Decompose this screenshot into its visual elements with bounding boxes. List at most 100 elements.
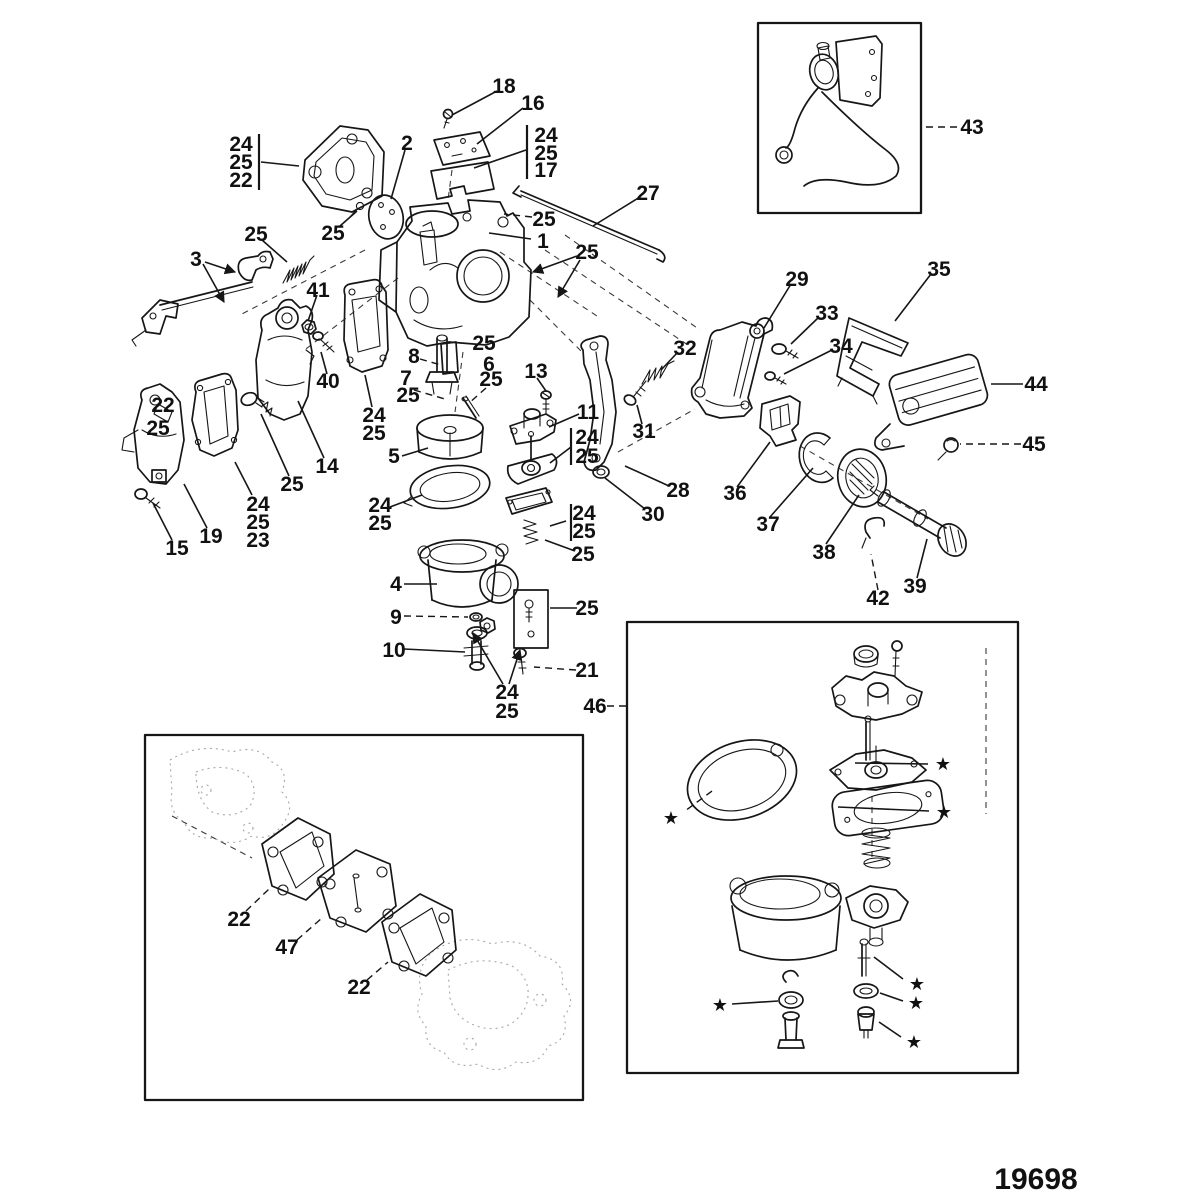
star-marker: ★ xyxy=(935,754,951,775)
part-ball-45 xyxy=(937,437,959,461)
part-pump-gasket-24-25-mid xyxy=(343,278,389,373)
leader-line xyxy=(549,446,572,464)
part-float-chamber-insert-5 xyxy=(416,414,484,460)
leader-line xyxy=(183,483,208,529)
callout-47: 47 xyxy=(275,936,298,959)
part-nut-41 xyxy=(301,319,317,335)
part-spring-25-left xyxy=(282,255,315,284)
callout-22: 22 xyxy=(229,169,252,192)
leader-line xyxy=(873,956,904,980)
repair-kit-inset-box xyxy=(625,620,1020,1075)
leader-line xyxy=(419,358,442,366)
leader-line xyxy=(825,494,860,545)
part-fuel-pump-cover-19 xyxy=(121,383,185,485)
leader-line xyxy=(592,196,641,227)
callout-7: 7 xyxy=(400,367,412,390)
leader-line xyxy=(837,806,930,812)
callout-16: 16 xyxy=(521,92,544,115)
leader-line xyxy=(557,259,581,298)
part-diaphragm-disc-2 xyxy=(367,194,405,240)
callout-35: 35 xyxy=(927,258,951,281)
callout-36: 36 xyxy=(723,482,746,505)
callout-9: 9 xyxy=(390,606,402,629)
leader-line xyxy=(783,349,833,375)
part-washer-30 xyxy=(592,465,610,479)
star-marker: ★ xyxy=(712,995,728,1016)
leader-line xyxy=(260,413,290,477)
callout-25: 25 xyxy=(246,511,270,534)
leader-line xyxy=(548,413,580,428)
leader-line xyxy=(413,389,446,400)
leader-line xyxy=(204,261,237,275)
leader-line xyxy=(636,404,643,425)
callout-22: 22 xyxy=(227,908,250,931)
leader-line xyxy=(894,273,932,322)
part-pump-arm-11 xyxy=(509,408,557,445)
leader-line xyxy=(790,316,820,345)
leader-line xyxy=(684,790,713,812)
engine-mount-inset-contents xyxy=(169,747,572,1071)
leader-line xyxy=(879,992,904,1002)
leader-line xyxy=(536,377,547,392)
callout-45: 45 xyxy=(1022,433,1046,456)
callout-24: 24 xyxy=(229,133,253,156)
leader-line xyxy=(854,762,929,765)
leader-line xyxy=(320,351,328,375)
callout-25: 25 xyxy=(479,368,503,391)
callout-43: 43 xyxy=(960,116,983,139)
leader-line xyxy=(364,374,373,408)
label-brackets xyxy=(257,125,573,541)
callout-4: 4 xyxy=(390,573,402,596)
leader-line xyxy=(202,263,225,303)
leader-line xyxy=(451,90,498,116)
callout-23: 23 xyxy=(246,529,269,552)
part-enrichener-solenoid-43 xyxy=(775,35,900,187)
part-pump-gasket-left xyxy=(191,372,239,457)
leader-line xyxy=(508,648,523,685)
callout-24: 24 xyxy=(572,502,596,525)
callout-24: 24 xyxy=(246,493,270,516)
leader-line xyxy=(366,961,389,981)
leader-line xyxy=(390,149,406,200)
leader-line xyxy=(503,213,533,218)
callout-2: 2 xyxy=(401,132,413,155)
leader-line xyxy=(296,917,323,941)
part-throttle-cam-3 xyxy=(131,250,274,347)
part-gasket-24-25-lower xyxy=(505,487,553,515)
part-float-bowl-4 xyxy=(417,539,519,608)
leader-line xyxy=(403,615,469,618)
star-marker: ★ xyxy=(906,1032,922,1053)
callout-39: 39 xyxy=(903,575,926,598)
callout-24: 24 xyxy=(362,404,386,427)
leader-line xyxy=(916,538,928,579)
callout-32: 32 xyxy=(673,337,696,360)
leader-line xyxy=(467,387,487,405)
part-friction-disc-38 xyxy=(836,448,888,508)
leader-line xyxy=(401,447,429,457)
kit-content-stars: ★★★★★★★ xyxy=(663,754,952,1053)
leader-line xyxy=(870,553,879,591)
callout-10: 10 xyxy=(382,639,405,662)
part-check-valve-plate-16 xyxy=(433,131,491,166)
leader-line xyxy=(531,255,578,274)
callout-24: 24 xyxy=(534,124,558,147)
callout-22: 22 xyxy=(347,976,370,999)
part-mounting-gasket-top xyxy=(302,125,385,213)
callout-29: 29 xyxy=(785,268,808,291)
leader-line xyxy=(261,239,288,263)
part-plunger-25 xyxy=(240,391,273,417)
part-main-jet-25-boxed xyxy=(513,589,549,649)
part-inlet-fitting-10 xyxy=(463,640,489,671)
leader-line xyxy=(624,465,670,487)
star-marker: ★ xyxy=(908,993,924,1014)
callout-25: 25 xyxy=(575,241,599,264)
leader-line xyxy=(297,400,325,459)
part-bowl-gasket-24-25 xyxy=(403,464,491,510)
leader-line xyxy=(604,477,646,510)
leader-line xyxy=(769,467,814,518)
part-spring-25-mid xyxy=(522,519,539,545)
part-screw-33 xyxy=(771,343,799,359)
part-throttle-rod-27 xyxy=(512,185,666,263)
callout-8: 8 xyxy=(408,345,420,368)
